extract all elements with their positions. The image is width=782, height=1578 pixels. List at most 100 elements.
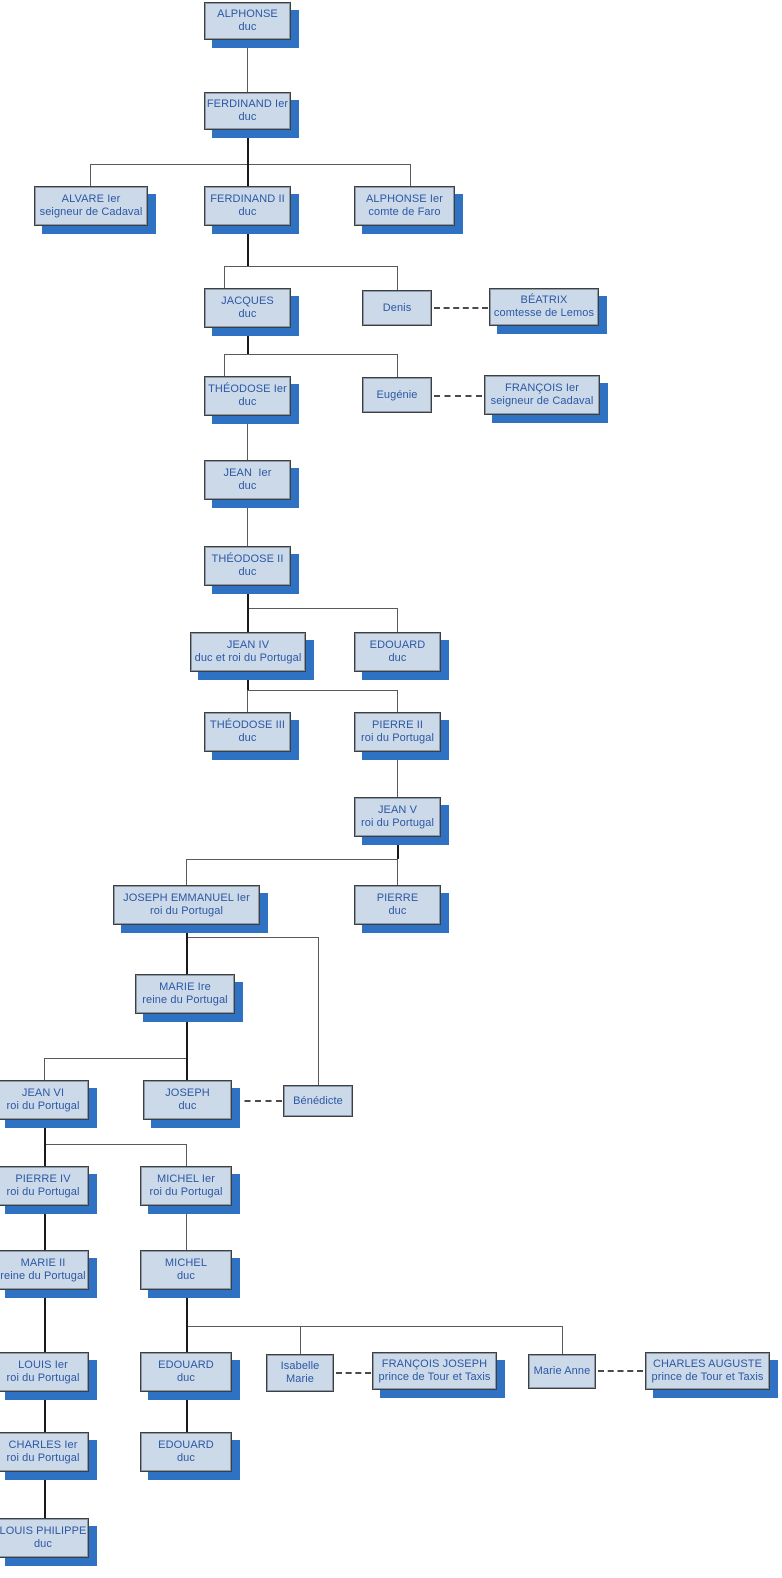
connector-line [44,1392,46,1432]
connector-line [44,1058,45,1080]
connector-line [397,354,398,377]
connector-line [44,1206,46,1250]
connector-line [186,859,187,885]
node-title: prince de Tour et Taxis [651,1371,764,1383]
node-title: duc [238,480,257,492]
node-title: comte de Faro [368,206,441,218]
connector-line [186,937,188,974]
connector-line [224,354,225,376]
connector-line [318,937,319,1085]
connector-line [562,1326,563,1354]
connector-line [44,1144,187,1145]
node-name: EDOUARD [158,1439,214,1451]
node-name: JEAN VI [21,1087,65,1099]
node-title: duc [178,1100,197,1112]
node-title: duc [388,905,407,917]
connector-line [44,1290,46,1352]
node-name: MARIE II [20,1257,66,1269]
connector-line [44,1120,46,1144]
node-benedicte[interactable]: Bénédicte [283,1085,353,1117]
node-name: JEAN Ier [223,467,272,479]
connector-line [247,608,398,609]
node-name: THÉODOSE III [209,719,286,731]
connector-line [247,130,249,164]
connector-line [247,416,248,460]
connector-line [224,266,225,288]
connector-line [247,586,249,608]
connector-line [300,1326,301,1354]
connector-line [44,1058,187,1059]
spouse-link-joseph-benedicte [234,1100,282,1102]
node-name: FERDINAND Ier [206,98,289,110]
node-name: CHARLES Ier [8,1439,78,1451]
node-name: ALPHONSE Ier [365,193,443,205]
node-name: LOUIS Ier [18,1359,68,1371]
connector-line [90,164,91,186]
connector-line [410,164,411,186]
node-denis[interactable]: Denis [362,290,432,326]
connector-line [397,690,398,712]
node-title: duc [33,1538,53,1550]
node-title: prince de Tour et Taxis [378,1371,491,1383]
node-marie_anne[interactable]: Marie Anne [528,1354,596,1389]
connector-line [186,1326,562,1327]
connector-line [397,837,399,859]
node-title: duc [238,308,257,320]
connector-line [247,690,248,712]
node-name: JACQUES [221,295,274,307]
node-name: THÉODOSE II [211,553,284,565]
node-name: MICHEL Ier [156,1173,216,1185]
connector-line [186,1144,187,1166]
node-name: Marie Anne [533,1365,591,1377]
connector-line [224,266,397,267]
connector-line [247,608,249,632]
spouse-link-isabelle-francoisjoseph [336,1372,371,1374]
node-name: Eugénie [376,388,418,401]
node-name: Bénédicte [293,1094,343,1107]
node-title: duc [176,1372,196,1384]
connector-line [224,354,397,355]
spouse-link-denis-beatrix [434,307,488,309]
node-title: roi du Portugal [360,732,435,744]
node-eugenie[interactable]: Eugénie [362,377,432,413]
node-title: duc [176,1452,196,1464]
node-title: Marie [285,1373,314,1385]
node-title: duc [238,732,257,744]
node-title: roi du Portugal [6,1100,80,1112]
node-name: THÉODOSE Ier [208,383,287,395]
node-name: JEAN V [377,804,418,816]
